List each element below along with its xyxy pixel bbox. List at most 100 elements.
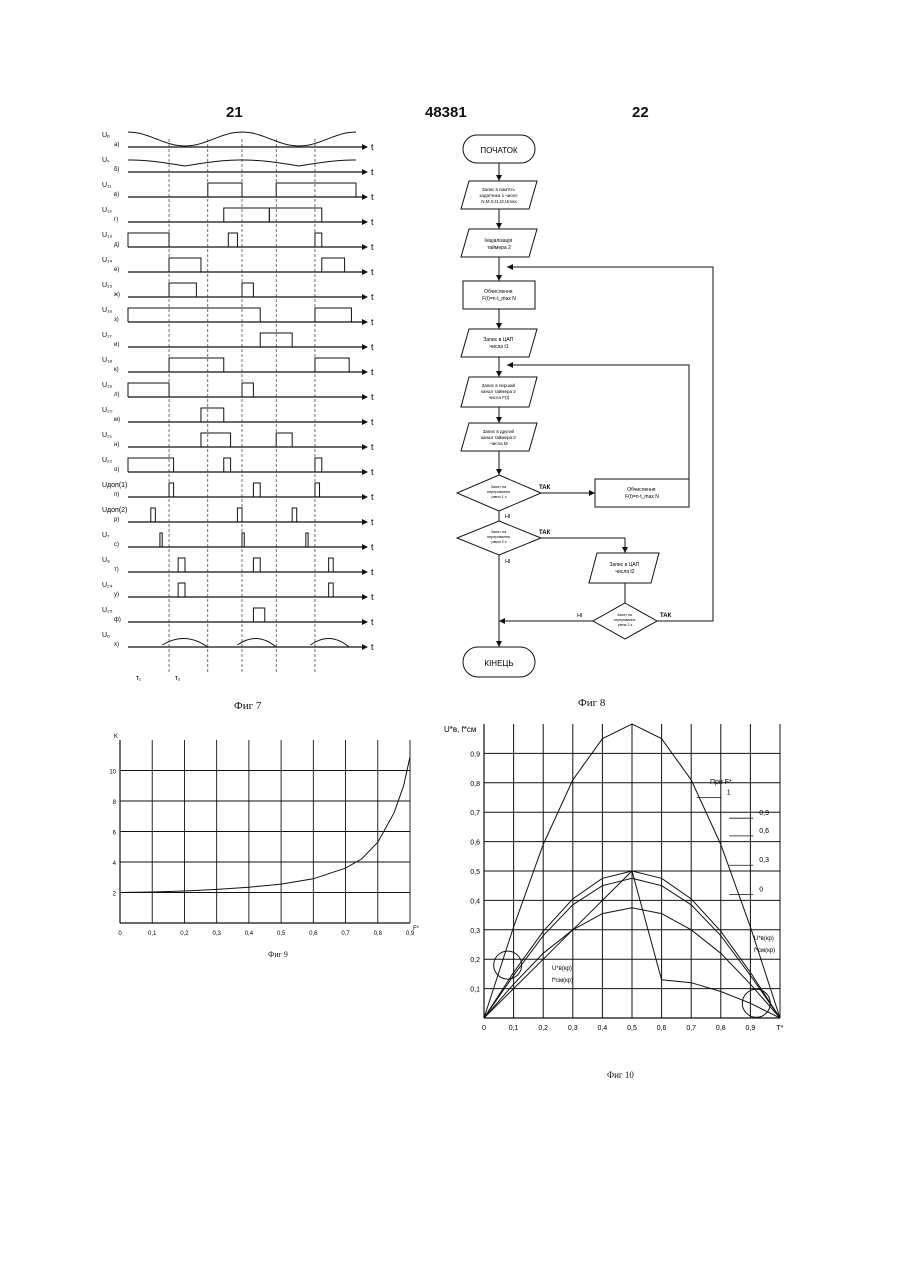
fig7-row-letter: п)	[114, 492, 119, 498]
x-tick-label: 0,2	[180, 931, 189, 937]
fig7-row-label: U₁₂	[102, 207, 112, 214]
fig7-row-letter: и)	[114, 342, 119, 348]
fig7-axis-arrow	[362, 644, 368, 650]
fig7-axis-t: t	[371, 417, 374, 427]
fig7-row-label: U₂₅	[102, 607, 113, 614]
block-compute-1-text: Обчислення F(t)=n·t_max N	[482, 289, 516, 302]
fig7-axis-arrow	[362, 144, 368, 150]
fig7-axis-arrow	[362, 194, 368, 200]
block-compute-1	[463, 281, 535, 309]
x-tick-label: 0,3	[568, 1025, 578, 1032]
fig7-axis-arrow	[362, 444, 368, 450]
fig7-row-label: U₇	[102, 532, 110, 539]
fig7-pulse	[242, 283, 253, 297]
y-tick-label: 8	[113, 800, 117, 806]
d3-yes-label: ТАК	[660, 613, 672, 619]
fig10-ylabel: U*в, f*см	[444, 725, 476, 734]
fig7-axis-arrow	[362, 244, 368, 250]
fig7-pulse	[253, 558, 260, 572]
y-tick-label: 2	[113, 892, 117, 898]
fig7-row-label: U₁₄	[102, 257, 112, 264]
fig7-row-letter: к)	[114, 367, 119, 373]
fig8-flowchart: ПОЧАТОК Запис в пам'ять задатчика 1 чисе…	[455, 125, 730, 685]
fig7-row-letter: з)	[114, 317, 119, 323]
fig7-pulse	[315, 358, 349, 372]
fig7-row-letter: ф)	[114, 617, 121, 623]
fig7-timing-diagram: Uₚа)tUₛб)tU₁₁в)tU₁₂г)tU₁₃д)tU₁₄е)tU₁₅ж)t…	[100, 125, 380, 685]
fig7-pulse	[306, 533, 308, 547]
end-label: КІНЕЦЬ	[484, 659, 513, 668]
patent-number: 48381	[425, 104, 467, 121]
fig7-row-label: U₁₉	[102, 382, 112, 389]
fig7-row-letter: н)	[114, 442, 119, 448]
fig7-tau2: τ₂	[175, 675, 181, 682]
fig9-chart: 00,10,20,30,40,50,60,70,80,9246810KF*	[100, 728, 430, 943]
fig7-row-label: U₂₁	[102, 432, 113, 439]
fig7-axis-arrow	[362, 269, 368, 275]
fig7-axis-arrow	[362, 319, 368, 325]
x-tick-label: 0,1	[509, 1025, 519, 1032]
fig7-axis-t: t	[371, 142, 374, 152]
fig7-pulse	[201, 433, 231, 447]
fig7-pulse	[329, 583, 334, 597]
fig7-row-label: U₂₀	[102, 407, 113, 414]
x-tick-label: 0,6	[309, 931, 318, 937]
fig7-pulse	[253, 483, 260, 497]
fig7-pulse	[201, 408, 224, 422]
fig7-row-label: U₁₈	[102, 357, 112, 364]
x-tick-label: 0,2	[538, 1025, 548, 1032]
block-dac-write-1	[461, 329, 537, 357]
fig7-row-letter: т)	[114, 567, 119, 573]
x-tick-label: 0,4	[598, 1025, 608, 1032]
fig7-pulse	[228, 233, 237, 247]
block-memory-write-text: Запис в пам'ять задатчика 1 чисел N,M,S,…	[479, 187, 518, 204]
y-tick-label: 0,7	[470, 810, 480, 817]
fig7-axis-arrow	[362, 394, 368, 400]
fig7-axis-t: t	[371, 492, 374, 502]
x-tick-label: 0,9	[746, 1025, 756, 1032]
fig7-axis-t: t	[371, 467, 374, 477]
fig7-pulse	[169, 258, 201, 272]
fig7-axis-t: t	[371, 517, 374, 527]
fig7-row-label: U₁₁	[102, 182, 112, 189]
fig7-axis-t: t	[371, 267, 374, 277]
fig7-row-letter: д)	[114, 242, 120, 248]
y-tick-label: 6	[113, 831, 117, 837]
fig7-row-label: Uₒ	[102, 632, 110, 639]
fig7-pulse	[128, 383, 169, 397]
critical-circle-right	[742, 989, 770, 1017]
fig7-pulse	[276, 183, 356, 197]
fig7-pulse	[169, 358, 224, 372]
fig7-axis-arrow	[362, 619, 368, 625]
critical-circle-left	[494, 951, 522, 979]
fig7-axis-arrow	[362, 594, 368, 600]
d1-no-label: НІ	[505, 514, 511, 520]
fig7-pulse	[329, 558, 334, 572]
d3-no-label: НІ	[577, 613, 583, 619]
fig7-row-label: U₂₄	[102, 582, 113, 589]
block-dac-write-2	[589, 553, 659, 583]
fig7-pulse	[178, 558, 185, 572]
fig7-pulse	[128, 458, 174, 472]
x-tick-label: 0,5	[277, 931, 286, 937]
fig7-pulse	[322, 258, 345, 272]
fig7-pulse	[292, 508, 297, 522]
legend-label: 0,9	[759, 810, 769, 817]
fig7-axis-arrow	[362, 344, 368, 350]
block-compute-2	[595, 479, 689, 507]
fig8-caption: Фиг 8	[578, 697, 605, 709]
fig7-pulse	[178, 583, 185, 597]
y-tick-label: 0,2	[470, 957, 480, 964]
fig7-row-label: Uдоп(1)	[102, 482, 127, 489]
fig7-row-letter: х)	[114, 642, 119, 648]
fig7-row-label: U₁₅	[102, 282, 112, 289]
fig7-row-letter: с)	[114, 542, 119, 548]
fig7-row-label: Uₛ	[102, 157, 110, 164]
fig7-axis-arrow	[362, 419, 368, 425]
fig7-row-label: U₂₂	[102, 457, 113, 464]
fig10-caption: Фиг 10	[607, 1070, 634, 1080]
fig7-row-letter: л)	[114, 392, 120, 398]
x-tick-label: 0,1	[148, 931, 157, 937]
fig7-row-letter: б)	[114, 167, 119, 173]
page-number-right: 22	[632, 104, 649, 121]
